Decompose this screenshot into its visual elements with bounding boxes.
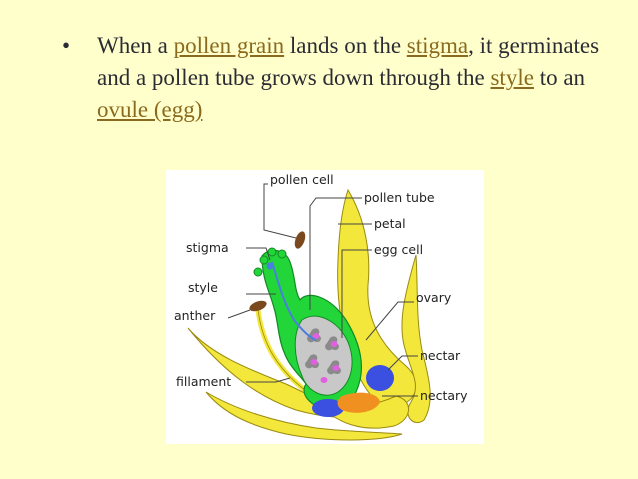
label-pollen-cell: pollen cell xyxy=(270,172,334,187)
text-segment: lands on the xyxy=(284,33,407,58)
label-ovary: ovary xyxy=(416,290,452,305)
pollen-grain xyxy=(293,230,308,250)
bullet-text: When a pollen grain lands on the stigma,… xyxy=(97,30,637,126)
label-pollen-tube: pollen tube xyxy=(364,190,435,205)
text-segment: When a xyxy=(97,33,174,58)
label-egg-cell: egg cell xyxy=(374,242,423,257)
stigma-lobe xyxy=(278,250,286,258)
flower-diagram: pollen cell pollen tube petal stigma egg… xyxy=(166,170,484,444)
bullet-marker: • xyxy=(62,30,70,62)
stigma-lobe xyxy=(254,268,262,276)
label-fillament: fillament xyxy=(176,374,231,389)
stigma-lobe xyxy=(260,256,268,264)
term-style[interactable]: style xyxy=(490,65,533,90)
term-stigma[interactable]: stigma xyxy=(407,33,468,58)
term-pollen-grain[interactable]: pollen grain xyxy=(174,33,285,58)
stigma-lobe xyxy=(268,248,276,256)
label-nectary: nectary xyxy=(420,388,468,403)
text-segment: to an xyxy=(534,65,585,90)
flower-diagram-svg: pollen cell pollen tube petal stigma egg… xyxy=(166,170,484,444)
term-ovule[interactable]: ovule (egg) xyxy=(97,97,202,122)
leader-pollen-cell xyxy=(264,184,296,238)
leader-anther xyxy=(228,310,250,318)
label-nectar: nectar xyxy=(420,348,461,363)
label-anther: anther xyxy=(174,308,216,323)
label-style: style xyxy=(188,280,218,295)
label-petal: petal xyxy=(374,216,406,231)
label-stigma: stigma xyxy=(186,240,229,255)
